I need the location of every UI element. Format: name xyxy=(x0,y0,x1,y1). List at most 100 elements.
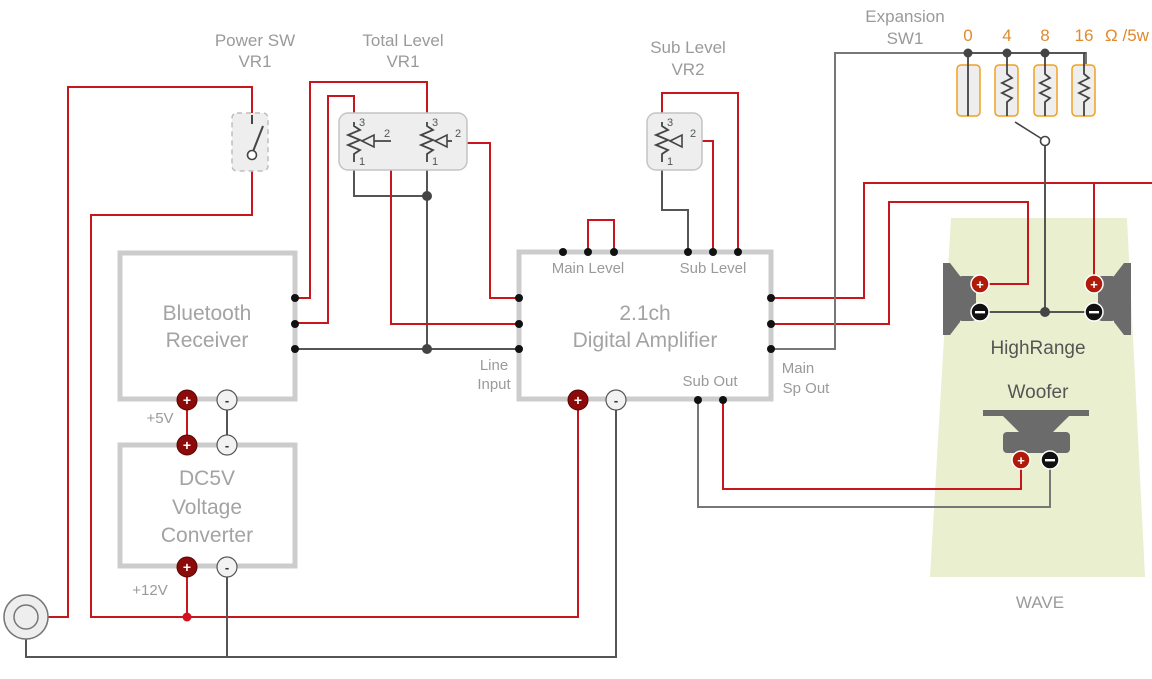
junction-line-ground xyxy=(422,344,432,354)
conv-in-minus-terminal: - xyxy=(216,556,238,578)
hr-right-plus-terminal: + xyxy=(1084,274,1104,294)
resistor-8[interactable] xyxy=(1033,53,1058,117)
power-switch-lever xyxy=(251,125,264,155)
sub-level-title: Sub Level xyxy=(650,38,726,57)
woofer-speaker xyxy=(983,410,1089,453)
amp-line-in-2 xyxy=(515,320,523,328)
amp-sub-level-label: Sub Level xyxy=(680,260,747,277)
svg-text:1: 1 xyxy=(432,156,438,168)
wire-ground-bus xyxy=(25,401,617,658)
power-switch[interactable] xyxy=(231,112,269,172)
amp-line-input-label-1: Line xyxy=(480,357,508,374)
wire-main-level-jumper xyxy=(587,219,615,252)
voltage-converter xyxy=(117,442,298,569)
svg-text:3: 3 xyxy=(359,117,365,129)
amp-sub-level-pin-1 xyxy=(684,248,692,256)
amp-main-level-pin-3 xyxy=(610,248,618,256)
amp-sub-level-pin-3 xyxy=(734,248,742,256)
ohm-unit-label: Ω /5w xyxy=(1105,26,1150,45)
resistor-0[interactable] xyxy=(956,53,981,117)
svg-text:1: 1 xyxy=(359,156,365,168)
wire-pot-wiper-left xyxy=(390,143,519,325)
wire-bt-right-to-pot xyxy=(295,81,428,299)
svg-text:+: + xyxy=(183,392,191,408)
hr-right-minus-terminal xyxy=(1084,302,1104,322)
junction-pot-ground xyxy=(422,191,432,201)
wire-sub-out-plus xyxy=(722,400,1022,490)
converter-label-3: Converter xyxy=(161,524,253,547)
resistor-4[interactable] xyxy=(994,53,1019,117)
conv-out-minus-terminal: - xyxy=(216,434,238,456)
junction-12v xyxy=(182,612,192,622)
power-switch-pivot xyxy=(246,149,258,161)
woofer-plus-terminal: + xyxy=(1011,450,1031,470)
woofer-label: Woofer xyxy=(1008,382,1070,403)
amp-line-in-gnd xyxy=(515,345,523,353)
pot-right: 3 2 1 xyxy=(418,117,461,168)
hr-left-plus-terminal: + xyxy=(970,274,990,294)
amp-sub-out-plus xyxy=(719,396,727,404)
bluetooth-label-1: Bluetooth xyxy=(163,302,252,325)
wire-sub-out-minus xyxy=(697,400,1051,508)
amp-label-2: Digital Amplifier xyxy=(573,329,718,352)
bluetooth-5v-label: +5V xyxy=(146,410,173,427)
svg-text:2: 2 xyxy=(455,128,461,140)
amp-label-1: 2.1ch xyxy=(619,302,670,325)
wire-bt-left-to-pot xyxy=(295,95,355,324)
svg-text:+: + xyxy=(183,437,191,453)
wire-switch-to-12v-bus xyxy=(90,155,579,618)
bt-minus-terminal: - xyxy=(216,389,238,411)
svg-text:-: - xyxy=(225,560,229,575)
amp-sub-out-minus xyxy=(694,396,702,404)
enclosure-label: WAVE xyxy=(1016,593,1064,612)
total-level-pot[interactable] xyxy=(338,112,468,171)
resistor-16[interactable] xyxy=(1071,53,1096,117)
amp-sub-out-label: Sub Out xyxy=(682,373,738,390)
amp-main-out-gnd xyxy=(767,345,775,353)
total-level-ref: VR1 xyxy=(386,52,419,71)
tap-16-label: 16 xyxy=(1075,26,1094,45)
tap-8-label: 8 xyxy=(1040,26,1049,45)
tap-0-label: 0 xyxy=(963,26,972,45)
tap-4-label: 4 xyxy=(1002,26,1011,45)
wire-pot-left-gnd xyxy=(353,162,427,197)
expansion-switch-lever[interactable] xyxy=(1014,121,1043,140)
wire-sub-pot-3 xyxy=(661,92,739,252)
power-switch-title: Power SW xyxy=(215,31,295,50)
conv-in-plus-terminal: + xyxy=(176,556,198,578)
svg-text:+: + xyxy=(976,277,984,292)
bluetooth-receiver xyxy=(117,250,298,402)
svg-text:+: + xyxy=(1017,453,1025,468)
tap-0-node xyxy=(963,48,973,58)
tap-4-node xyxy=(1002,48,1012,58)
svg-text:1: 1 xyxy=(667,156,673,168)
amp-main-out-1 xyxy=(767,294,775,302)
svg-text:+: + xyxy=(574,392,582,408)
dc-jack[interactable] xyxy=(3,594,49,640)
conv-out-plus-terminal: + xyxy=(176,434,198,456)
svg-text:+: + xyxy=(183,559,191,575)
svg-text:+: + xyxy=(1090,277,1098,292)
pot-sub: 3 2 1 xyxy=(653,117,696,168)
bt-out-ground xyxy=(291,345,299,353)
wire-pot-wiper-right xyxy=(448,142,519,299)
amp-sub-level-pin-2 xyxy=(709,248,717,256)
svg-text:-: - xyxy=(225,438,229,453)
amp-main-out-2 xyxy=(767,320,775,328)
svg-text:3: 3 xyxy=(667,117,673,129)
amp-main-level-pin-2 xyxy=(584,248,592,256)
power-switch-ref: VR1 xyxy=(238,52,271,71)
amp-plus-terminal: + xyxy=(567,389,589,411)
svg-text:2: 2 xyxy=(690,128,696,140)
svg-text:2: 2 xyxy=(384,128,390,140)
bt-out-left xyxy=(291,320,299,328)
converter-label-1: DC5V xyxy=(179,467,235,490)
wire-sub-pot-1 xyxy=(661,162,689,252)
converter-12v-label: +12V xyxy=(132,582,167,599)
bluetooth-label-2: Receiver xyxy=(166,329,249,352)
wire-main-out-1 xyxy=(771,182,1152,299)
wire-jack-to-switch xyxy=(47,86,253,618)
bt-out-right xyxy=(291,294,299,302)
highrange-label: HighRange xyxy=(990,338,1085,359)
